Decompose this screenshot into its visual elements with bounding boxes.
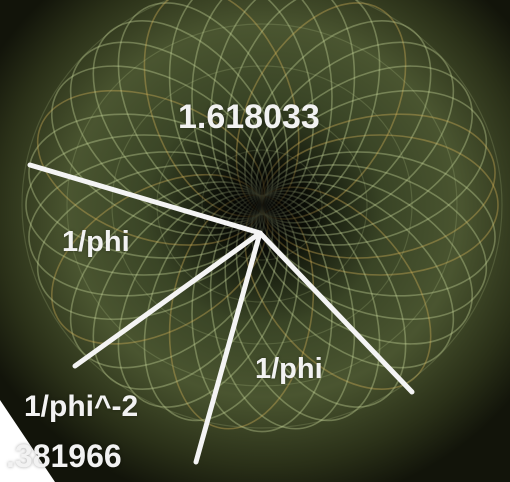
line-bottom [193,230,263,465]
torus-contour [66,23,458,387]
line-lower-right [257,230,415,395]
label-golden-ratio: 1.618033 [178,98,320,136]
label-power-ratio: 1/phi^-2 [24,390,139,423]
torus-contour [21,0,503,429]
line-lower-left [72,230,263,369]
label-bottom-value: .381966 [6,438,122,474]
line-upper-left [27,162,263,236]
corner-bottom-left [0,400,55,482]
label-left-ratio: 1/phi [62,226,130,258]
ratio-lines [27,162,415,465]
label-right-ratio: 1/phi [255,353,323,385]
torus-contour [111,65,413,345]
vortex-center [192,143,332,267]
